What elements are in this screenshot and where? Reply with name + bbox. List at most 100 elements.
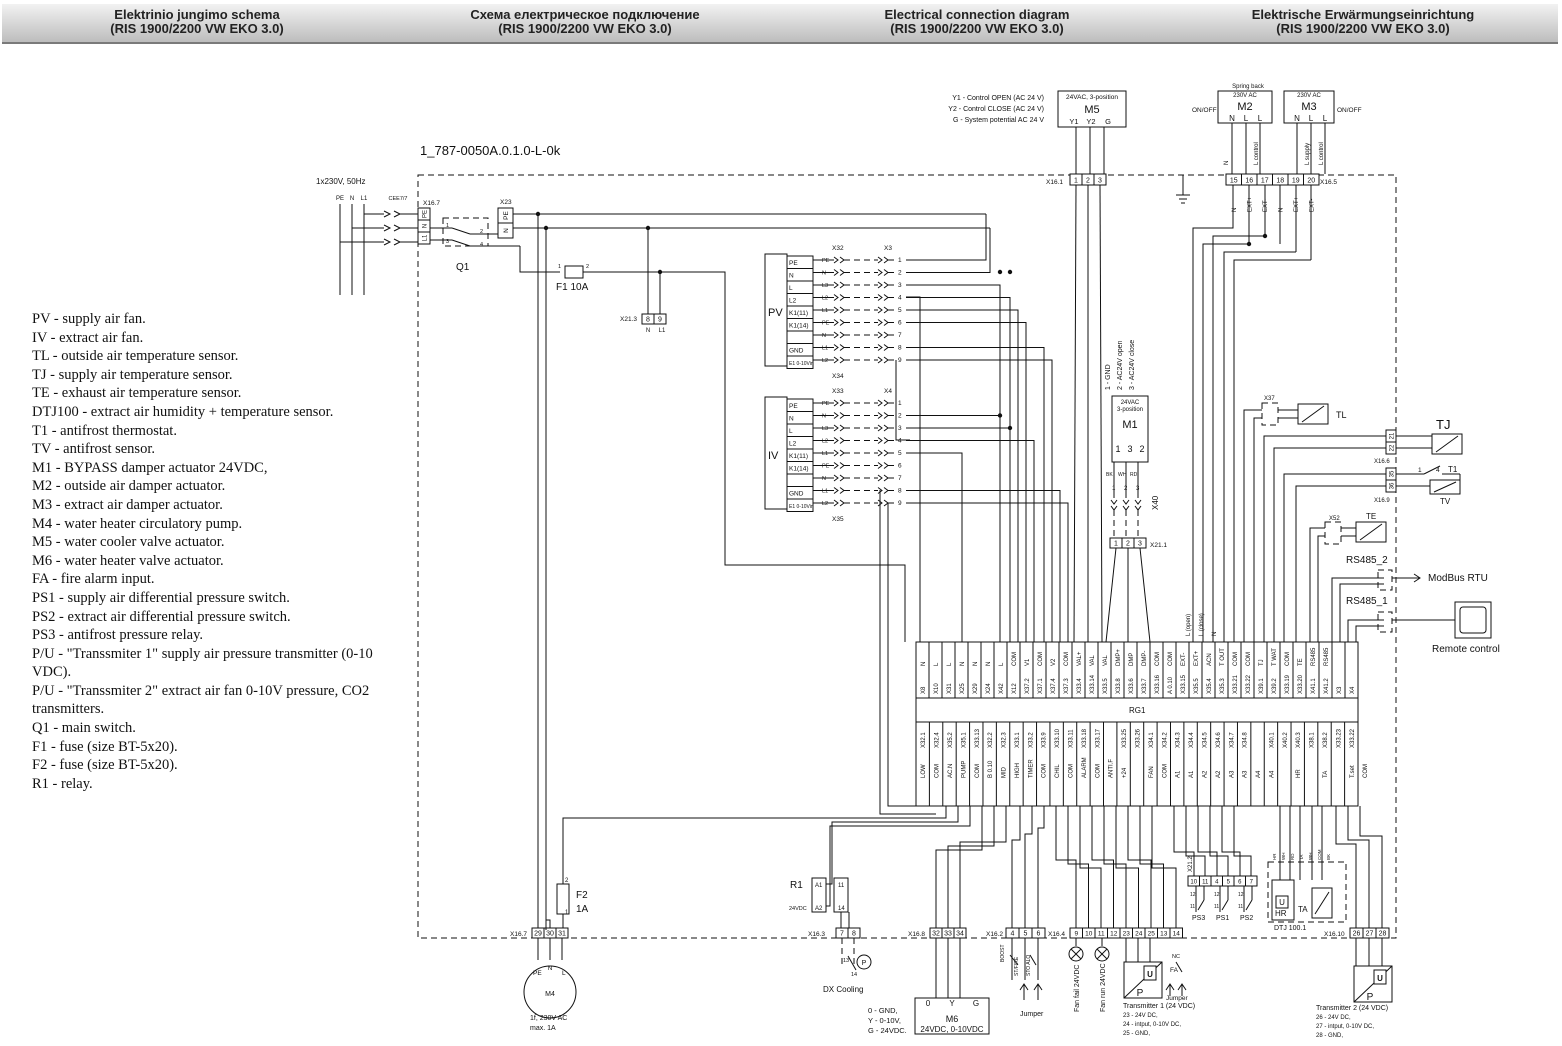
- x21-3-sig: L1: [659, 328, 666, 334]
- ps-pin: 11: [1238, 904, 1243, 910]
- iv-plug: [883, 437, 889, 444]
- iv-plug: [877, 487, 883, 494]
- ext-label: EXT-: [1310, 199, 1316, 212]
- r1-pin: 11: [838, 883, 845, 889]
- rg1-bot-term: X40.3: [1296, 732, 1302, 748]
- dtj-hr-label: HR: [1275, 909, 1287, 918]
- m6-pin: Y: [949, 999, 955, 1008]
- x16-6-pin: 21: [1390, 432, 1396, 439]
- x16-9-pin: 1: [1418, 467, 1422, 474]
- dtj-wire-label: WH: [1308, 853, 1313, 861]
- sto-alo-label: STO ALO: [1026, 955, 1032, 976]
- plug-arrow: [383, 224, 392, 232]
- m2-n-drop: [1192, 185, 1234, 642]
- rg1-top-term: X29: [973, 683, 979, 694]
- x21-2-pin: 11: [1202, 880, 1209, 886]
- pv-plug: [877, 294, 883, 301]
- rg1-bot-term: X32.1: [921, 732, 927, 748]
- rg1-top-term: X33.19: [1285, 674, 1291, 694]
- iv-row-label: L2: [789, 441, 797, 448]
- rg1-top-term: X33.5: [1103, 678, 1109, 694]
- header-en-title: Electrical connection diagram: [884, 7, 1070, 22]
- iv-pin-num: 2: [898, 413, 902, 420]
- m1-num: 3: [1136, 486, 1140, 492]
- rs485-1-wire: [1347, 619, 1384, 642]
- pv-pin-num: 9: [898, 357, 902, 364]
- dtj-wire-label: BK: [1326, 854, 1331, 860]
- rs485-2-label: RS485_2: [1346, 555, 1388, 566]
- m4-pin: PE: [533, 970, 542, 977]
- iv-con-label: N: [822, 476, 826, 482]
- rg1-top-signal: T OUT: [1220, 648, 1226, 666]
- legend-item: M3 - extract air damper actuator.: [32, 496, 223, 513]
- header-ru: Схема електрическое подключение (RIS 190…: [420, 8, 750, 36]
- x23-pin: PE: [503, 211, 510, 220]
- iv-plug: [833, 462, 839, 469]
- iv-plug: [883, 449, 889, 457]
- legend-item: PS3 - antifrost pressure relay.: [32, 627, 204, 644]
- x16-10-feed: [1347, 806, 1370, 928]
- junction-dot: [1246, 241, 1252, 247]
- m1-color: WH: [1118, 472, 1127, 478]
- modbus-label: ModBus RTU: [1428, 573, 1488, 584]
- x16-4-feed: [1151, 806, 1177, 928]
- pv-con-label: PE: [822, 321, 830, 327]
- pv-row-label: GND: [789, 348, 804, 355]
- m2m3-wire-label: N: [1224, 161, 1230, 165]
- legend-item: PS2 - extract air differential pressure …: [32, 608, 291, 625]
- m3-name: M3: [1301, 101, 1316, 113]
- m5-name: M5: [1084, 104, 1099, 116]
- x21-2-pin: 4: [1215, 880, 1219, 886]
- transmitter-2-p: P: [1367, 992, 1374, 1003]
- x16-1-label: X16.1: [1046, 179, 1063, 186]
- header-lt-title: Elektrinio jungimo schema: [114, 7, 280, 22]
- m1-color: RD: [1130, 472, 1138, 478]
- rg1-bot-signal: COM: [1069, 764, 1075, 778]
- ps-label: PS3: [1192, 915, 1205, 922]
- m6-pin: 0: [926, 999, 931, 1008]
- iv-term-label: X4: [884, 388, 892, 395]
- pv-row-label: L: [789, 285, 793, 292]
- rg1-bot-term: X32.4: [935, 732, 941, 748]
- rg1-top-signal: N: [973, 662, 979, 666]
- rg1-bot-term: X33.17: [1095, 728, 1101, 748]
- rg1-bot-term: X34.5: [1202, 732, 1208, 748]
- rg1-top-term: X3: [1337, 686, 1343, 694]
- dx-pressure: [856, 954, 872, 970]
- x16-4-feed: [1115, 806, 1139, 928]
- iv-con-label: L1: [822, 451, 828, 457]
- pv-plug: [833, 269, 839, 276]
- pv-pin-num: 7: [898, 332, 902, 339]
- f1-pin: 2: [586, 264, 589, 270]
- pv-con-label: L1: [822, 346, 828, 352]
- m4-pump: [523, 965, 577, 1019]
- x16-5-pin: 20: [1307, 178, 1315, 185]
- transmitter-1-pin: 25 - GND,: [1123, 1031, 1150, 1037]
- dtj-wire-label: RD: [1290, 853, 1295, 860]
- iv-plug: [833, 399, 839, 407]
- x16-4-feed: [1079, 806, 1102, 928]
- te-drop: [1317, 535, 1325, 642]
- legend-item: M2 - outside air damper actuator.: [32, 478, 226, 495]
- rg1-top-signal: L: [934, 662, 940, 666]
- rg1-bot-term: X32.2: [988, 732, 994, 748]
- tj-symbol: [1435, 435, 1459, 453]
- rg1-top-signal: N: [960, 662, 966, 666]
- m6-feed: [947, 806, 995, 928]
- m2-pin: L: [1244, 114, 1249, 123]
- l-open-label: L (open): [1186, 614, 1192, 636]
- x16-1-pin: 1: [1074, 178, 1078, 185]
- x16-9-pin: 35: [1390, 470, 1396, 477]
- plug-arrow: [393, 210, 402, 218]
- modbus-arrow: [1413, 573, 1421, 583]
- x21-2-pin: 5: [1227, 880, 1231, 886]
- rg1-bot-term: X40.2: [1283, 732, 1289, 748]
- x16-4-pin: 24: [1135, 931, 1143, 938]
- rg1-bot-term: X38.1: [1310, 732, 1316, 748]
- m6-pin: G: [973, 999, 979, 1008]
- fa-label: FA: [1170, 967, 1179, 974]
- f1-pin: 1: [558, 264, 561, 270]
- x16-1-pin: 2: [1086, 178, 1090, 185]
- x16-2-feed: [1037, 806, 1045, 928]
- rg1-bot-signal: COM: [1042, 764, 1048, 778]
